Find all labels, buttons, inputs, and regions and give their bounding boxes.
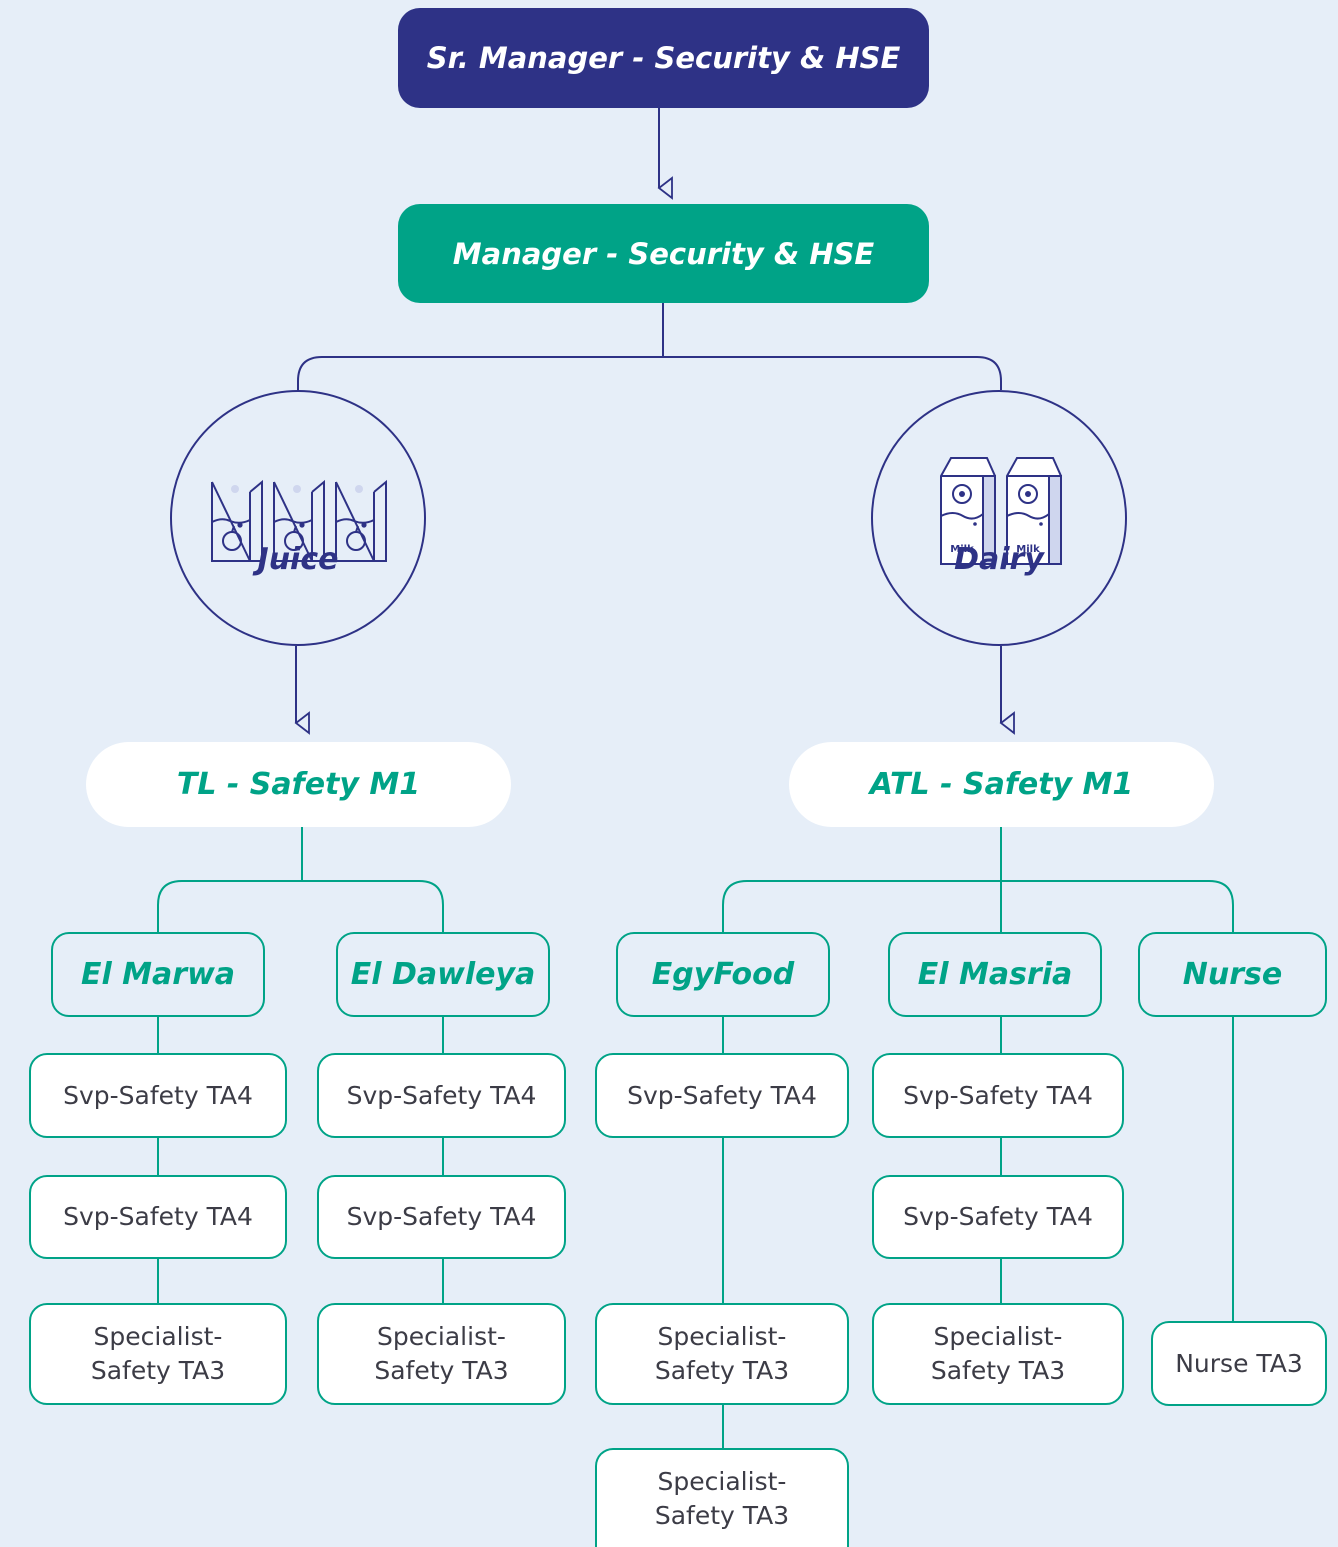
role-box: Specialist- Safety TA3 — [595, 1448, 849, 1547]
sr-manager-label: Sr. Manager - Security & HSE — [426, 41, 901, 75]
role-box: Nurse TA3 — [1151, 1321, 1327, 1406]
role-label: Specialist- Safety TA3 — [654, 1322, 790, 1385]
role-box: Svp-Safety TA4 — [29, 1053, 287, 1138]
role-box: Specialist- Safety TA3 — [29, 1303, 287, 1405]
site-label: El Marwa — [80, 957, 236, 992]
site-label: EgyFood — [651, 957, 795, 992]
site-box-nurse: Nurse — [1138, 932, 1327, 1017]
role-box: Svp-Safety TA4 — [872, 1175, 1124, 1259]
juice-lead-label: TL - Safety M1 — [176, 767, 421, 802]
milk-cartons-icon: Milk Milk — [940, 457, 1062, 565]
dairy-division-circle: Milk Milk Dairy — [871, 390, 1127, 646]
role-label: Svp-Safety TA4 — [346, 1202, 537, 1231]
dairy-carton-label: Milk — [950, 544, 974, 555]
role-label: Svp-Safety TA4 — [627, 1080, 817, 1110]
site-box-egyfood: EgyFood — [616, 932, 830, 1017]
dairy-lead-label: ATL - Safety M1 — [869, 767, 1134, 802]
role-box: Svp-Safety TA4 — [317, 1175, 566, 1259]
site-box-el-masria: El Masria — [888, 932, 1102, 1017]
role-label: Nurse TA3 — [1175, 1348, 1303, 1378]
role-box: Specialist- Safety TA3 — [872, 1303, 1124, 1405]
juice-boxes-icon — [211, 479, 387, 562]
role-label: Specialist- Safety TA3 — [654, 1466, 790, 1530]
dairy-carton-label: Milk — [1016, 544, 1040, 555]
role-label: Specialist- Safety TA3 — [374, 1322, 509, 1385]
site-label: El Dawleya — [350, 957, 536, 992]
juice-lead-box: TL - Safety M1 — [86, 742, 511, 827]
sr-manager-box: Sr. Manager - Security & HSE — [398, 8, 929, 108]
manager-label: Manager - Security & HSE — [452, 236, 875, 271]
site-box-el-dawleya: El Dawleya — [336, 932, 550, 1017]
tl-branch-connector — [157, 827, 444, 933]
manager-branch-connector — [297, 303, 1002, 390]
site-label: Nurse — [1182, 957, 1283, 992]
juice-division-circle: Juice — [170, 390, 426, 646]
manager-box: Manager - Security & HSE — [398, 204, 929, 303]
juice-division-label: Juice — [257, 542, 339, 577]
site-box-el-marwa: El Marwa — [51, 932, 265, 1017]
role-label: Svp-Safety TA4 — [63, 1202, 253, 1231]
role-box: Specialist- Safety TA3 — [317, 1303, 566, 1405]
role-label: Svp-Safety TA4 — [346, 1080, 537, 1110]
role-label: Svp-Safety TA4 — [903, 1080, 1093, 1110]
role-box: Svp-Safety TA4 — [872, 1053, 1124, 1138]
atl-branch-connector — [722, 827, 1234, 933]
role-label: Specialist- Safety TA3 — [90, 1322, 226, 1385]
dairy-division-label: Dairy — [954, 542, 1044, 577]
role-label: Specialist- Safety TA3 — [930, 1322, 1066, 1385]
site-label: El Masria — [917, 957, 1073, 992]
role-box: Svp-Safety TA4 — [595, 1053, 849, 1138]
role-box: Svp-Safety TA4 — [29, 1175, 287, 1259]
dairy-lead-box: ATL - Safety M1 — [789, 742, 1214, 827]
role-label: Svp-Safety TA4 — [903, 1202, 1093, 1231]
role-box: Specialist- Safety TA3 — [595, 1303, 849, 1405]
role-label: Svp-Safety TA4 — [63, 1080, 253, 1110]
role-box: Svp-Safety TA4 — [317, 1053, 566, 1138]
